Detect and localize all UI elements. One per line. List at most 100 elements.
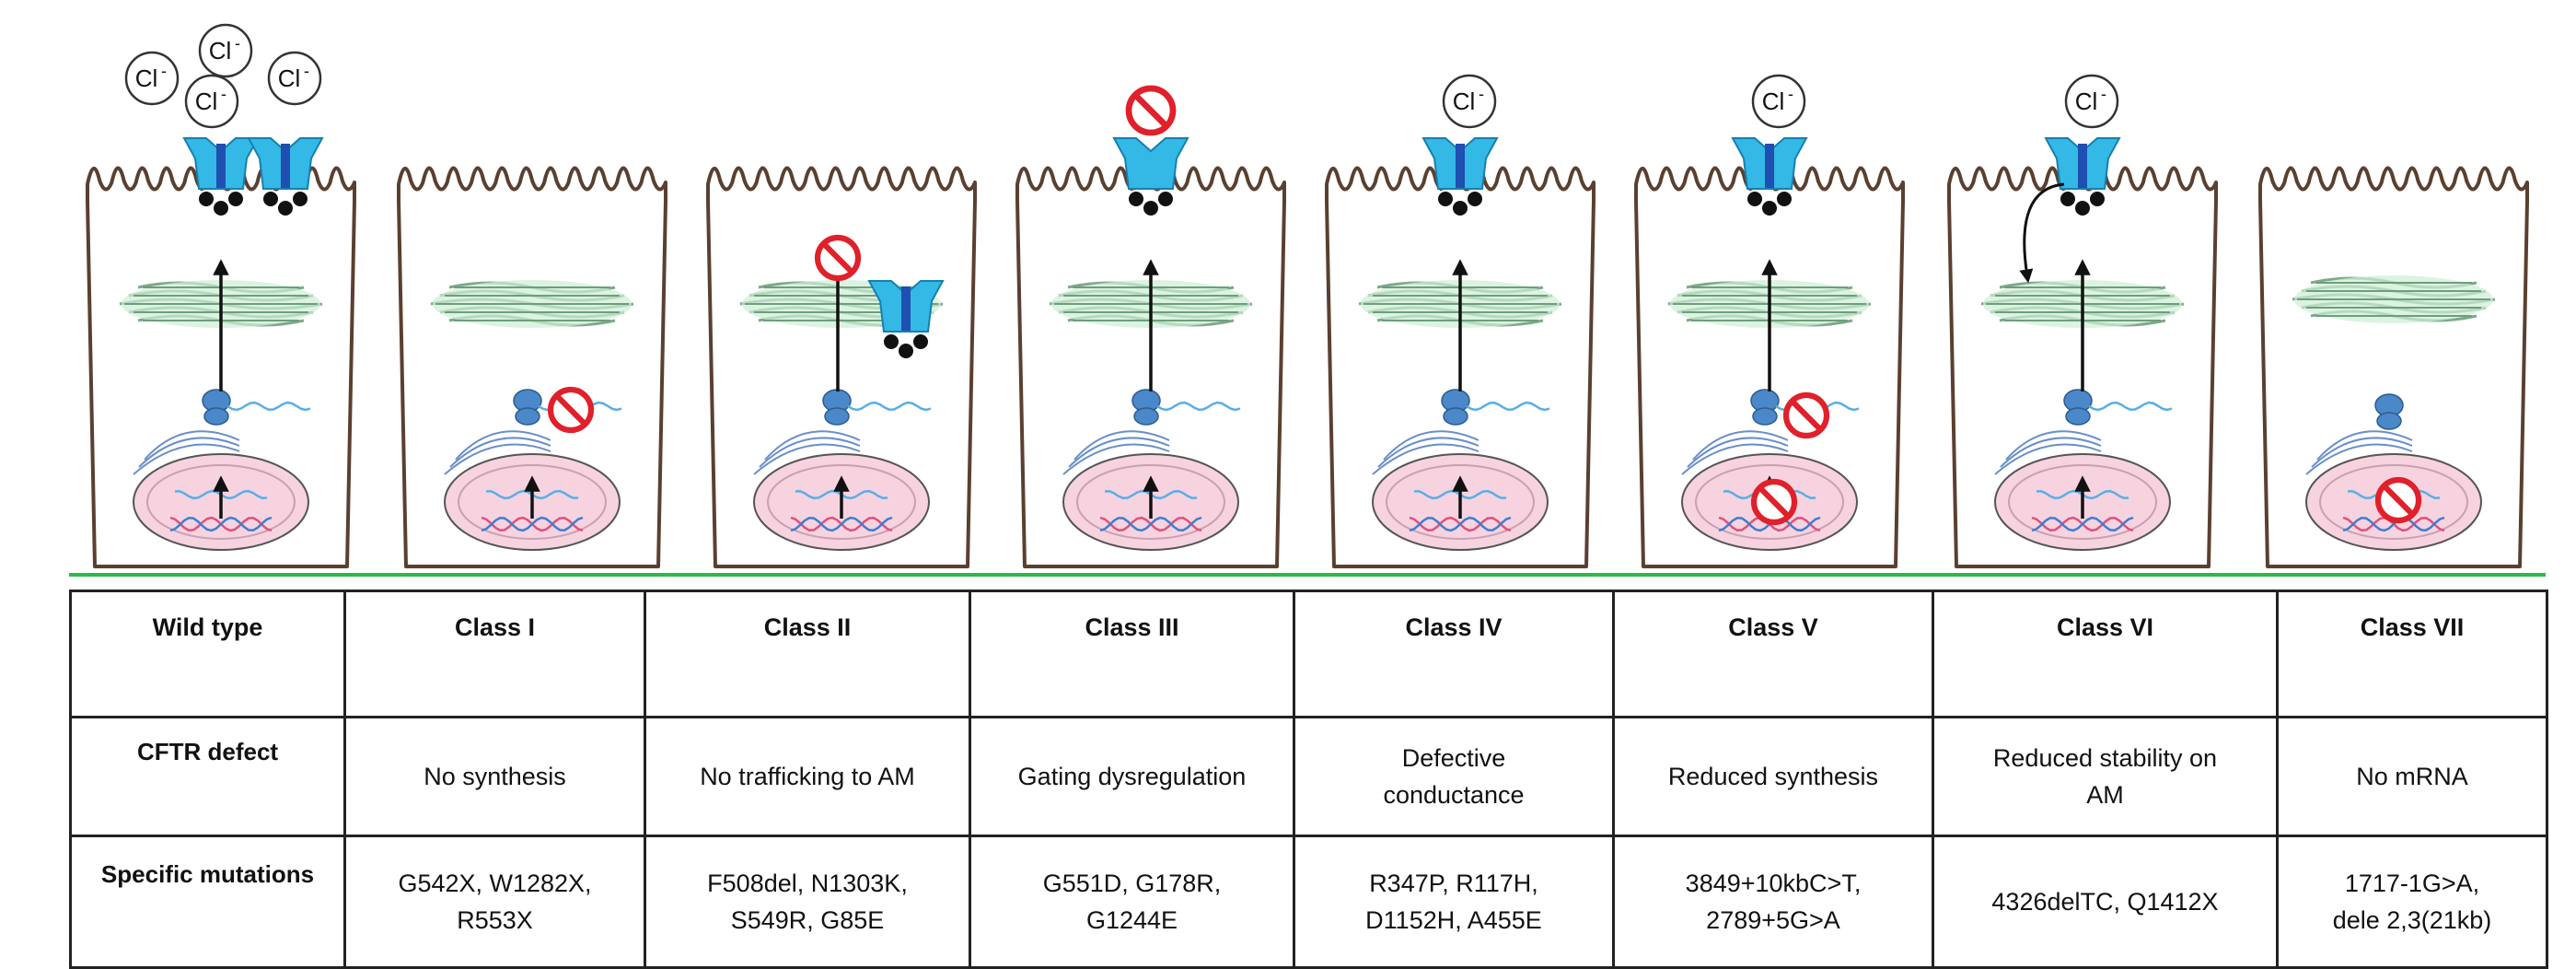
golgi-apparatus [430,280,634,328]
dna-strand [481,516,584,532]
mutations-class-iv: R347P, R117H, D1152H, A455E [1293,835,1615,969]
cftr-mutation-class-diagram: Cl-Cl-Cl-Cl-Cl-Cl-Cl- [86,23,2529,568]
ribosome [202,389,311,426]
nucleotide-binding-domain [1156,190,1175,208]
cell-outline [397,166,667,568]
nucleotide-binding-domain [1466,190,1484,208]
cftr-channel [867,280,945,360]
endoplasmic-reticulum [2316,430,2413,461]
endoplasmic-reticulum [2005,430,2102,461]
chloride-label: Cl [195,88,218,115]
chloride-ion: Cl- [1442,74,1497,129]
chloride-label: Cl [278,64,301,92]
mutations-class-vii: 1717-1G>A, dele 2,3(21kb) [2276,835,2548,969]
mrna-strand [1466,401,1550,412]
cell-panel-class-iii [1015,85,1286,568]
table-defect-row: CFTR defect No synthesis No trafficking … [69,716,2548,837]
chloride-label: Cl [2075,88,2098,115]
dna-strand [2342,516,2445,532]
endoplasmic-reticulum [133,443,240,475]
defect-class-iii: Gating dysregulation [969,716,1295,837]
endoplasmic-reticulum [1383,430,1479,461]
ribosome [2063,389,2173,426]
defect-class-ii: No trafficking to AM [644,716,971,837]
dna-strand [2031,516,2134,532]
nucleotide-binding-domain [1775,190,1793,208]
blocked-icon [1782,391,1830,439]
nucleotide-binding-domain [882,333,900,351]
defect-class-vi: Reduced stability on AM [1932,716,2279,837]
defect-class-vii: No mRNA [2276,716,2548,837]
endoplasmic-reticulum [1068,437,1170,468]
channel-pore [281,144,290,188]
header-class-vii: Class VII [2276,590,2548,718]
endoplasmic-reticulum [1377,437,1479,468]
channel-pore [1456,144,1465,188]
nucleotide-binding-domain [276,199,295,217]
chloride-charge: - [1788,85,1793,103]
cftr-channel [1421,137,1499,217]
chloride-label: Cl [1453,88,1476,115]
cell-outline [2258,166,2529,568]
channel-pore [2078,144,2087,188]
cell-panel-class-vi: Cl- [1947,74,2218,568]
blocked-icon [1125,85,1177,136]
ribosome [822,389,932,426]
endoplasmic-reticulum [753,443,861,475]
chloride-charge: - [221,85,226,103]
mrna-strand [2088,401,2173,412]
mrna-strand [226,401,311,412]
header-class-i: Class I [343,590,646,718]
cell-panel-wild-type: Cl-Cl-Cl-Cl- [86,23,356,568]
endoplasmic-reticulum [759,437,861,468]
nucleotide-binding-domain [1127,190,1145,208]
cftr-channel [2044,137,2121,217]
endoplasmic-reticulum [444,443,551,475]
chloride-label: Cl [135,64,158,92]
mrna-strand [1156,401,1241,412]
chloride-charge: - [161,62,167,80]
nucleotide-binding-domain [291,190,309,208]
cell-panel-class-ii [706,166,977,568]
endoplasmic-reticulum [1692,430,1789,461]
golgi-apparatus [2292,275,2496,323]
cftr-channel [182,137,260,217]
chloride-ion: Cl- [267,51,322,106]
defect-class-i: No synthesis [343,716,646,837]
chloride-ion: Cl- [1751,74,1806,129]
nucleotide-binding-domain [1436,190,1455,208]
header-class-vi: Class VI [1932,590,2279,718]
defect-class-iv: Defective conductance [1293,716,1615,837]
nucleotide-binding-domain [1142,199,1160,217]
table-mutation-row: Specific mutations G542X, W1282X, R553X … [69,835,2548,969]
header-class-ii: Class II [644,590,971,718]
chloride-charge: - [2101,85,2106,103]
chloride-ion: Cl- [124,51,180,106]
dna-strand [1099,516,1202,532]
endoplasmic-reticulum [144,430,240,461]
header-class-v: Class V [1612,590,1934,718]
nucleotide-binding-domain [897,342,915,360]
channel-pore [901,286,911,331]
cftr-channel [1731,137,1808,217]
chloride-ion: Cl- [2064,74,2119,129]
endoplasmic-reticulum [764,430,861,461]
ribosome [1131,389,1241,426]
mutations-class-i: G542X, W1282X, R553X [343,835,646,969]
nucleotide-binding-domain [261,190,280,208]
nucleotide-binding-domain [2088,190,2106,208]
header-wild-type: Wild type [69,590,346,718]
blocked-icon [2374,476,2422,524]
recycling-arrow [2019,182,2065,284]
endoplasmic-reticulum [1372,443,1479,475]
cell-outline [706,166,977,568]
basement-membrane-line [69,573,2546,577]
channel-pore [1765,144,1774,188]
channel-pore [216,144,226,188]
cell-panel-class-v: Cl- [1634,74,1905,568]
endoplasmic-reticulum [2305,443,2413,475]
cftr-channel [1112,137,1189,217]
mutations-class-vi: 4326delTC, Q1412X [1932,835,2279,969]
dna-strand [790,516,893,532]
blocked-icon [814,234,862,282]
